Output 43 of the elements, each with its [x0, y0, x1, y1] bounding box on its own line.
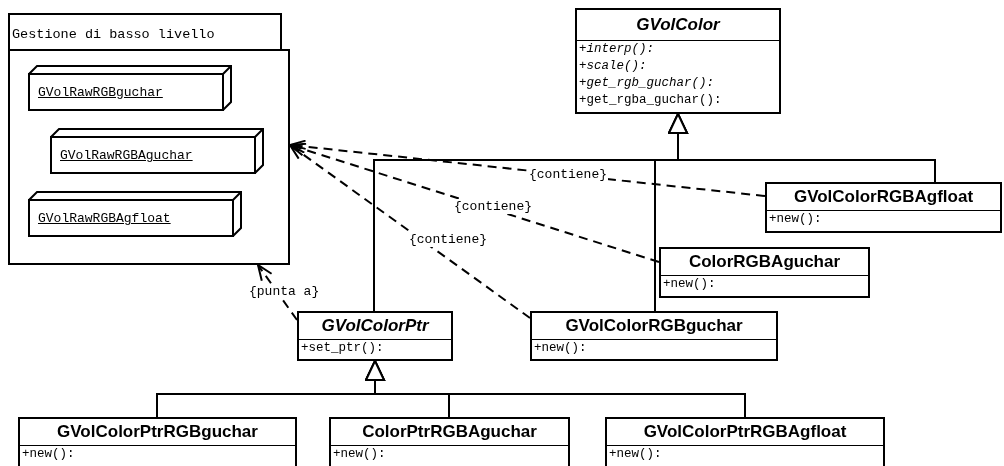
edge-label: {contiene} [408, 232, 488, 247]
component-name: GVolRawRGBAgfloat [38, 211, 171, 226]
class-box [575, 8, 781, 114]
class-box [329, 417, 570, 466]
class-name: GVolColorPtrRGBAgfloat [607, 419, 883, 446]
edge-label: {contiene} [528, 167, 608, 182]
class-name: GVolColorRGBAgfloat [767, 184, 1000, 211]
dependency-arrow [289, 144, 531, 319]
component-name: GVolRawRGBguchar [38, 85, 163, 100]
method-signature: +set_ptr(): [300, 340, 385, 357]
method-signature: +new(): [332, 446, 387, 463]
dependency-arrow [257, 264, 298, 321]
component-box [50, 128, 264, 174]
method-signature: +new(): [768, 211, 823, 228]
class-name: GVolColor [577, 10, 779, 41]
class-name: GVolColorPtrRGBguchar [20, 419, 295, 446]
method-signature: +scale(): [578, 58, 648, 75]
method-signature: +new(): [608, 446, 663, 463]
method-signature: +get_rgba_guchar(): [578, 92, 723, 109]
class-box [605, 417, 885, 466]
class-name: ColorRGBAguchar [661, 249, 868, 276]
class-box [297, 311, 453, 361]
class-name: GVolColorRGBguchar [532, 313, 776, 340]
class-box [18, 417, 297, 466]
class-box [659, 247, 870, 298]
dependency-arrow [289, 142, 660, 263]
component-box [28, 65, 232, 111]
method-signature: +new(): [533, 340, 588, 357]
method-signature: +new(): [21, 446, 76, 463]
class-box [530, 311, 778, 361]
class-name: GVolColorPtr [299, 313, 451, 340]
edge-label: {punta a} [248, 284, 321, 299]
edge-label: {contiene} [453, 199, 533, 214]
class-box [765, 182, 1002, 233]
class-name: ColorPtrRGBAguchar [331, 419, 568, 446]
package-tab: Gestione di basso livello [8, 13, 282, 51]
inheritance-arrow [668, 113, 936, 183]
method-signature: +get_rgb_guchar(): [578, 75, 716, 92]
method-signature: +interp(): [578, 41, 655, 58]
component-box [28, 191, 242, 237]
inheritance-arrow [365, 360, 746, 418]
method-signature: +new(): [662, 276, 717, 293]
component-name: GVolRawRGBAguchar [60, 148, 193, 163]
